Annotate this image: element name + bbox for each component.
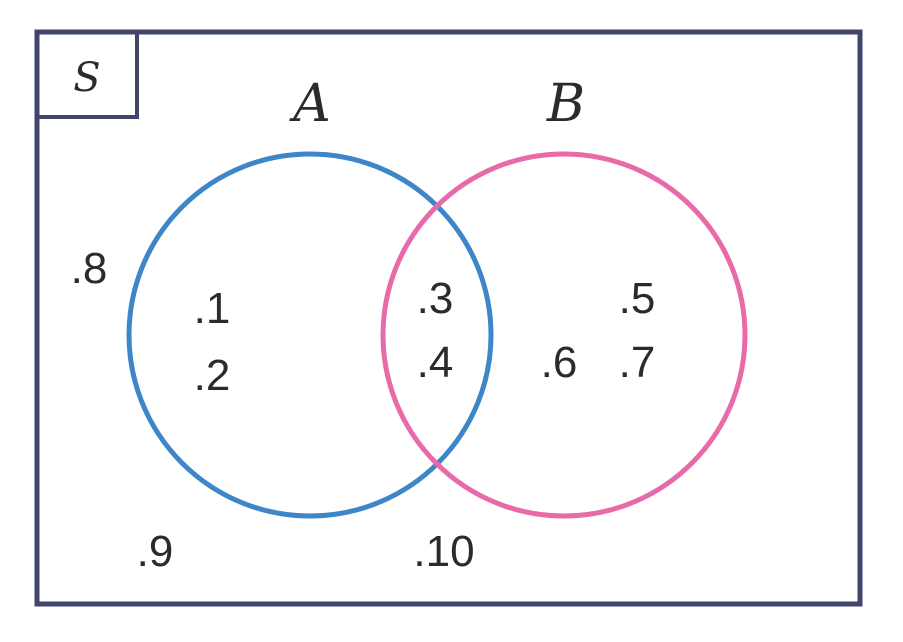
element-outside-1: .8 (71, 244, 108, 293)
element-a-and-b-1: .3 (417, 274, 454, 323)
set-b-circle (380, 151, 748, 519)
set-a-circle (126, 151, 494, 519)
element-outside-2: .9 (137, 527, 174, 576)
element-only-b-2: .6 (541, 338, 578, 387)
element-a-and-b-2: .4 (417, 338, 454, 387)
element-outside-3: .10 (413, 527, 474, 576)
element-only-a-2: .2 (194, 351, 231, 400)
universe-label: S (73, 55, 100, 101)
set-label-b: B (546, 74, 585, 134)
universe-border (34, 29, 863, 607)
element-only-b-1: .5 (619, 274, 656, 323)
universe-label-box (35, 30, 139, 119)
element-only-a-1: .1 (194, 284, 231, 333)
set-label-a: A (289, 74, 331, 134)
element-only-b-3: .7 (619, 338, 656, 387)
